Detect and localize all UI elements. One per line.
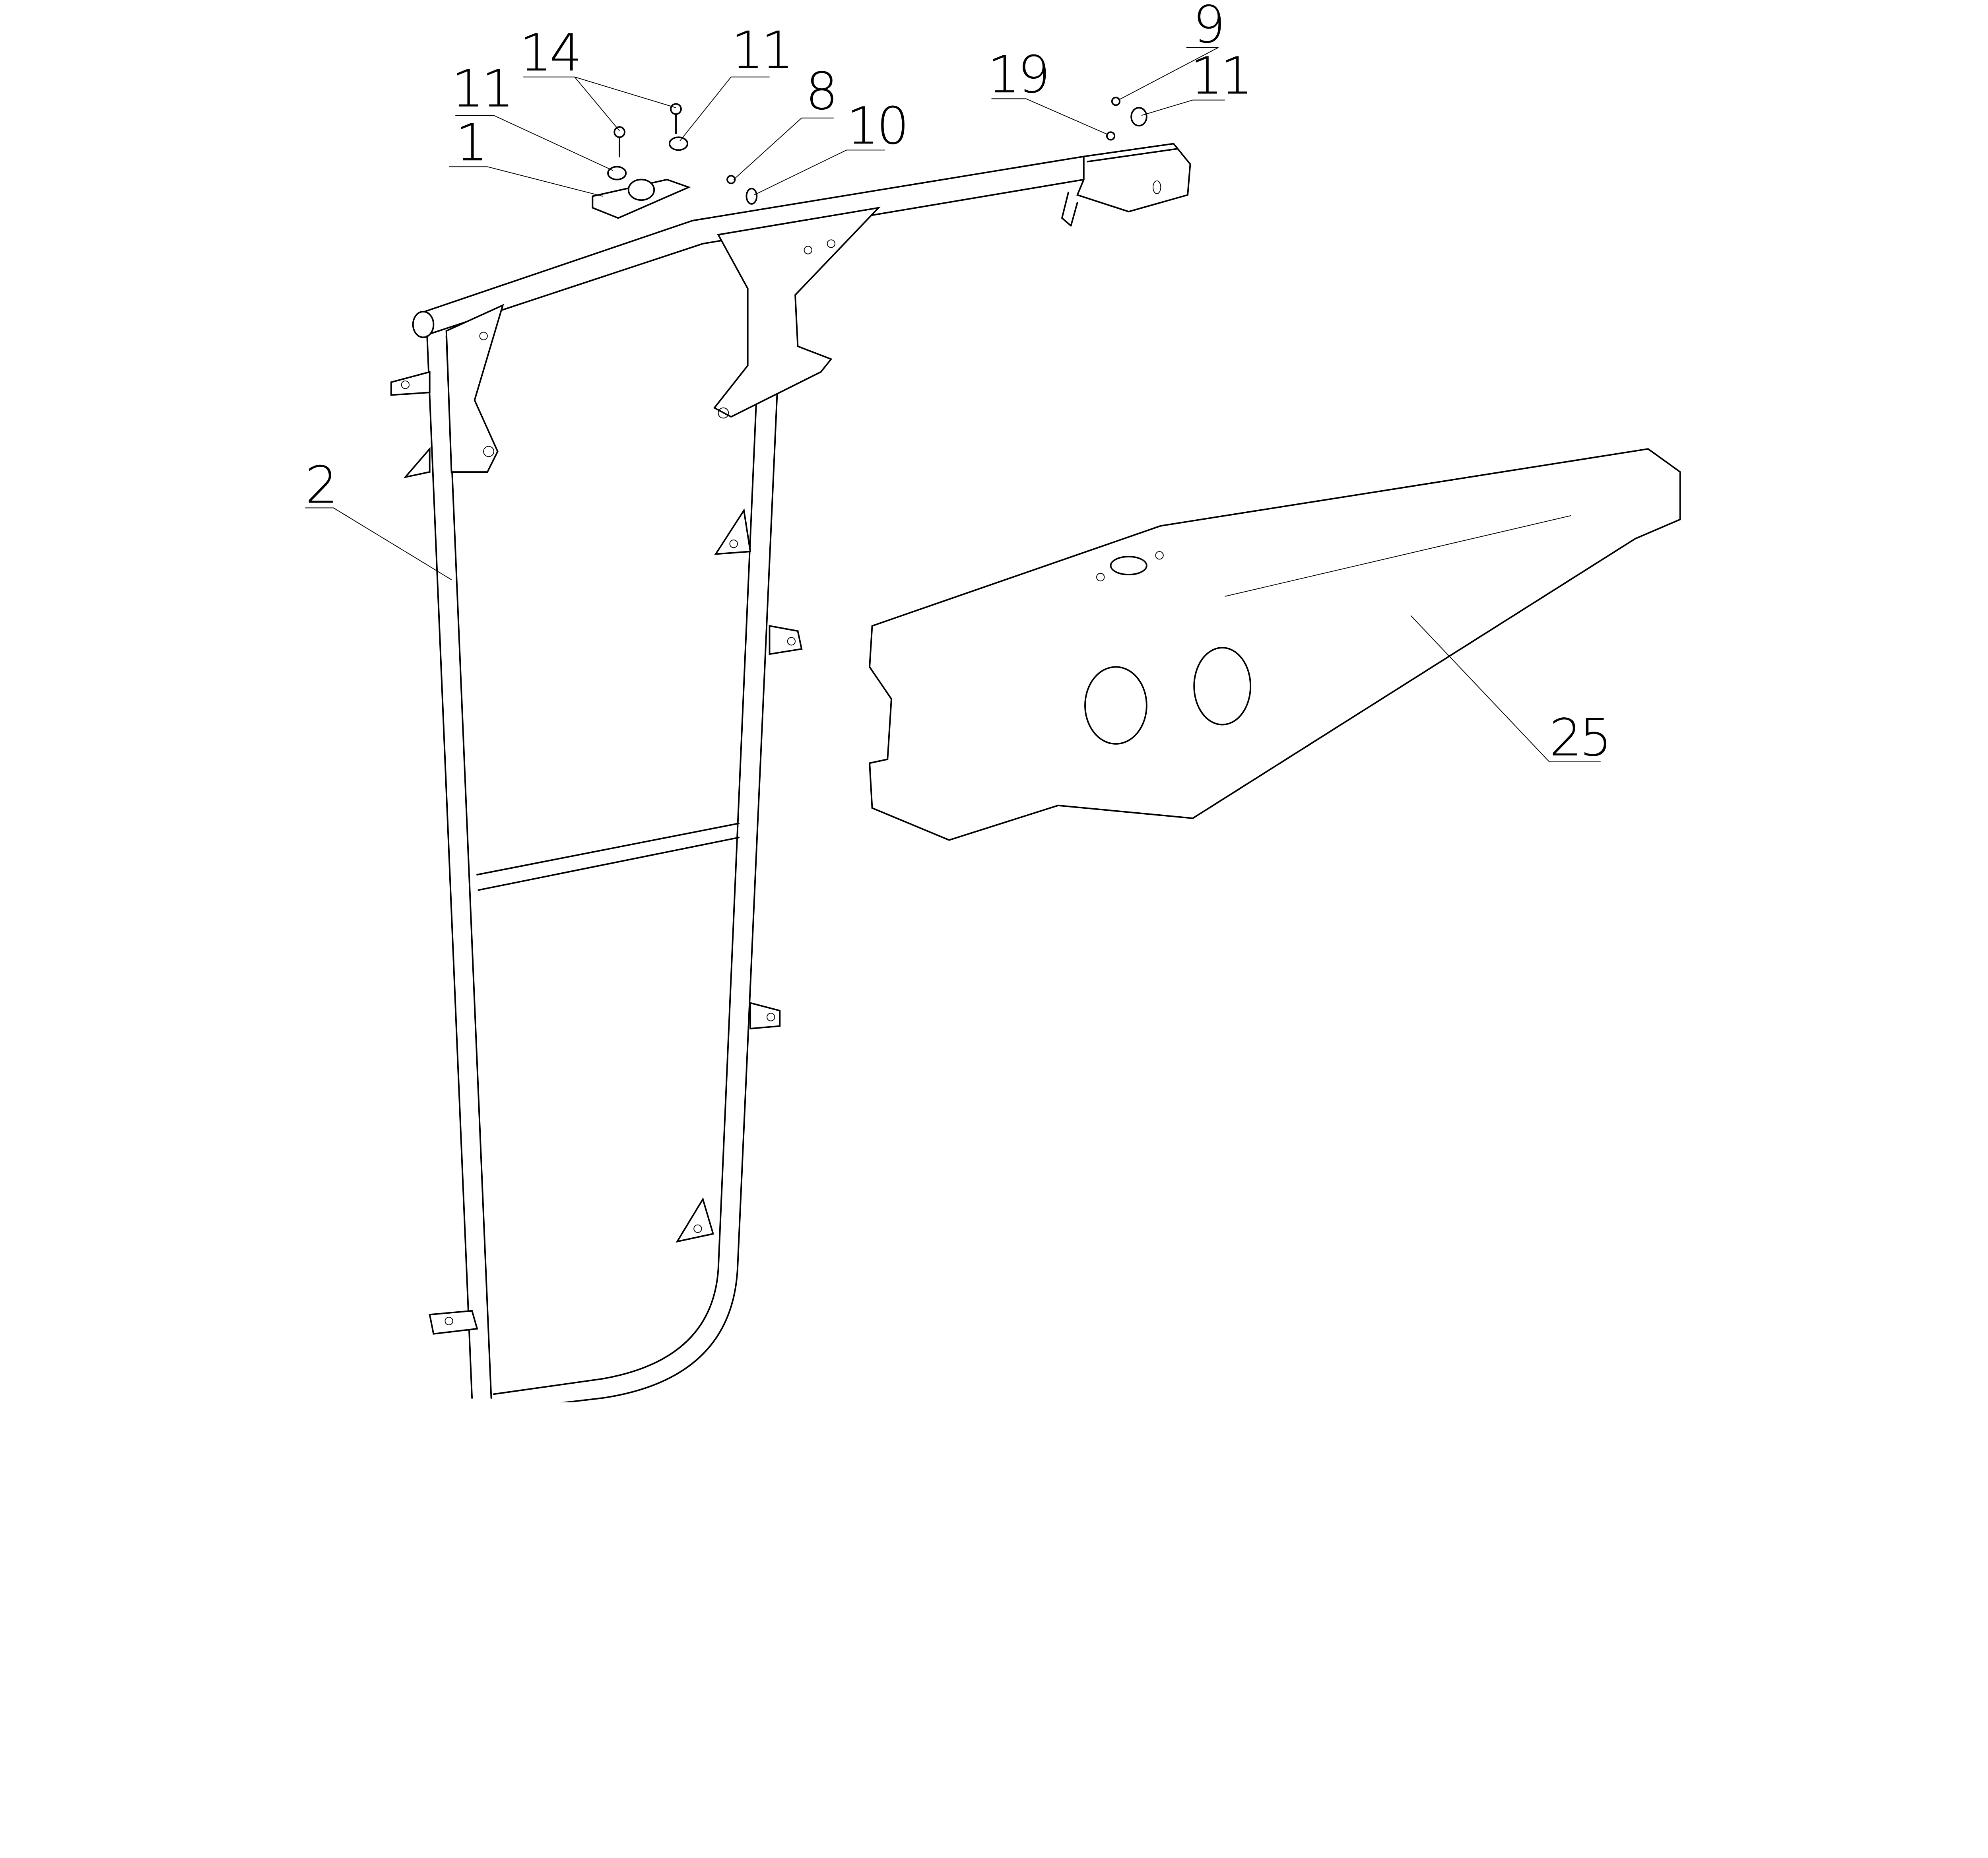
hardware [592, 97, 1147, 219]
svg-text:11: 11 [731, 21, 791, 80]
svg-text:11: 11 [452, 59, 512, 119]
assembly-diagram: 14 11 11 1 8 10 19 9 11 2 25 [305, 0, 1681, 1403]
svg-text:8: 8 [806, 62, 836, 121]
frame-part-2 [390, 143, 1191, 1403]
svg-text:1: 1 [455, 113, 485, 173]
callout-11-left: 11 [452, 59, 613, 171]
callout-8: 8 [733, 62, 838, 180]
svg-text:11: 11 [1190, 46, 1250, 106]
svg-text:19: 19 [988, 45, 1048, 105]
callout-11-top: 11 [679, 21, 794, 142]
callout-19: 19 [988, 45, 1109, 135]
callout-10: 10 [754, 96, 909, 196]
cover-part-25 [869, 448, 1681, 841]
svg-text:25: 25 [1549, 708, 1609, 768]
callout-9: 9 [1118, 0, 1225, 101]
svg-text:2: 2 [305, 455, 336, 515]
callout-14: 14 [519, 23, 676, 131]
svg-text:10: 10 [846, 96, 907, 156]
svg-text:9: 9 [1193, 0, 1223, 54]
callout-1: 1 [449, 113, 603, 197]
callout-2: 2 [305, 455, 452, 580]
callout-11-right: 11 [1141, 46, 1253, 116]
callout-25: 25 [1410, 615, 1612, 768]
svg-text:14: 14 [519, 23, 579, 83]
